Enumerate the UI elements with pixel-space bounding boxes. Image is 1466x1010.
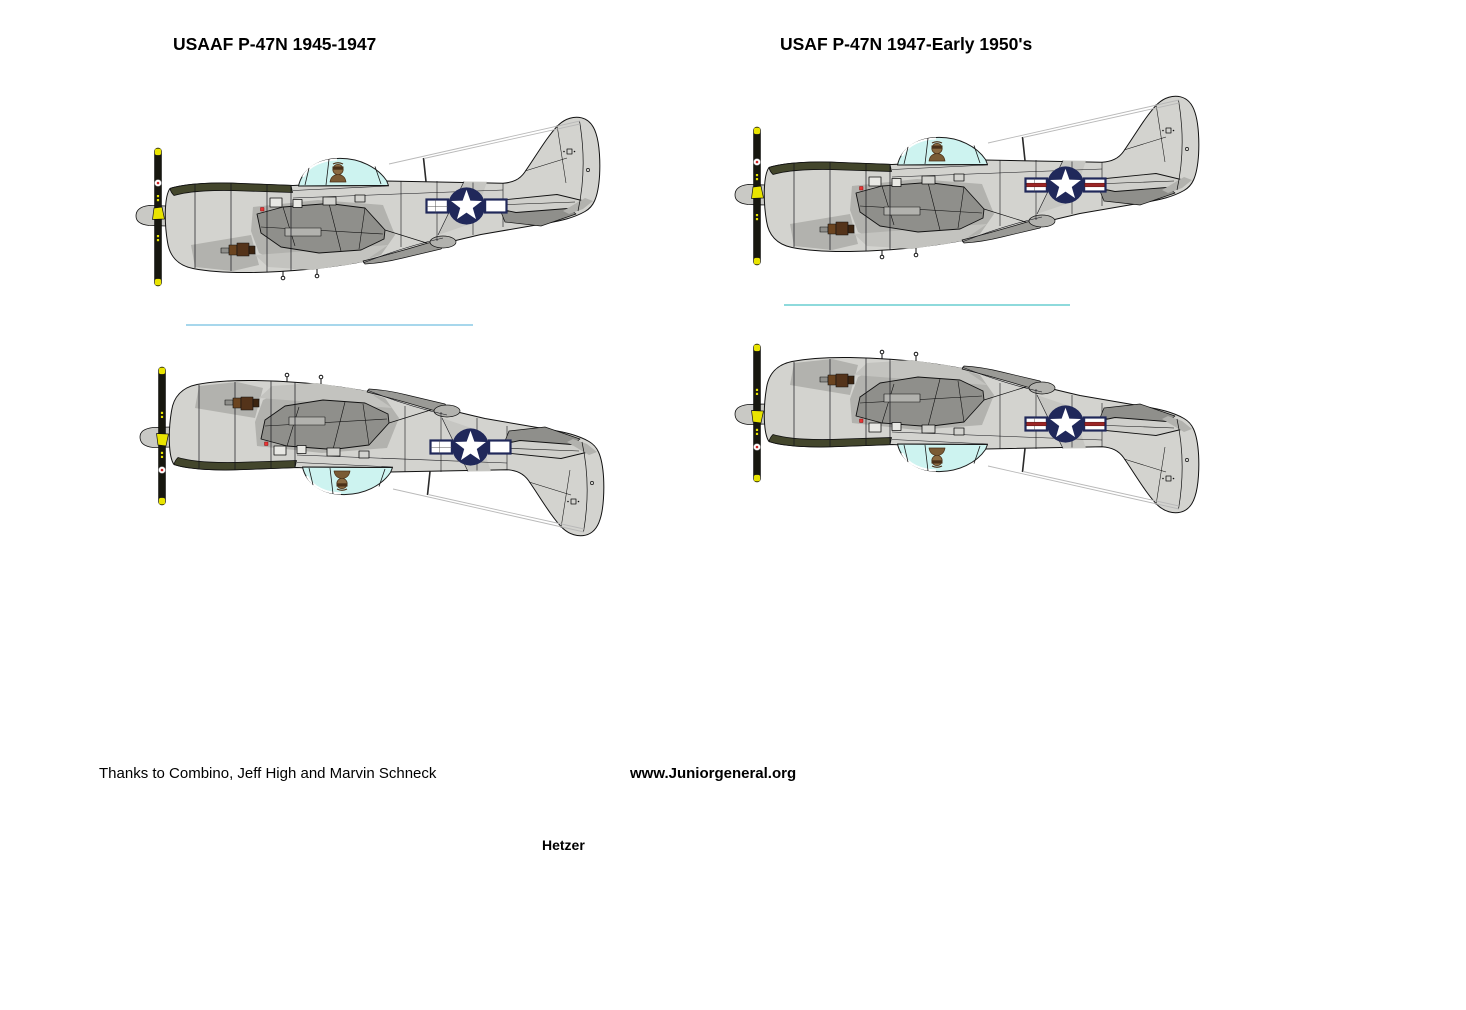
website-text: www.Juniorgeneral.org xyxy=(630,765,797,782)
fold-line-right xyxy=(784,304,1070,306)
title-usaf-p47n: USAF P-47N 1947-Early 1950's xyxy=(780,34,1033,54)
credits-text: Thanks to Combino, Jeff High and Marvin … xyxy=(99,765,437,782)
aircraft-profile-usaaf-lower xyxy=(139,366,605,537)
title-usaaf-p47n: USAAF P-47N 1945-1947 xyxy=(173,34,377,54)
aircraft-profile-usaaf-upper xyxy=(135,116,601,287)
fold-line-left xyxy=(186,324,473,326)
aircraft-profile-usaf-upper xyxy=(734,95,1200,266)
aircraft-profile-usaf-lower xyxy=(734,343,1200,514)
author-text: Hetzer xyxy=(542,837,585,853)
